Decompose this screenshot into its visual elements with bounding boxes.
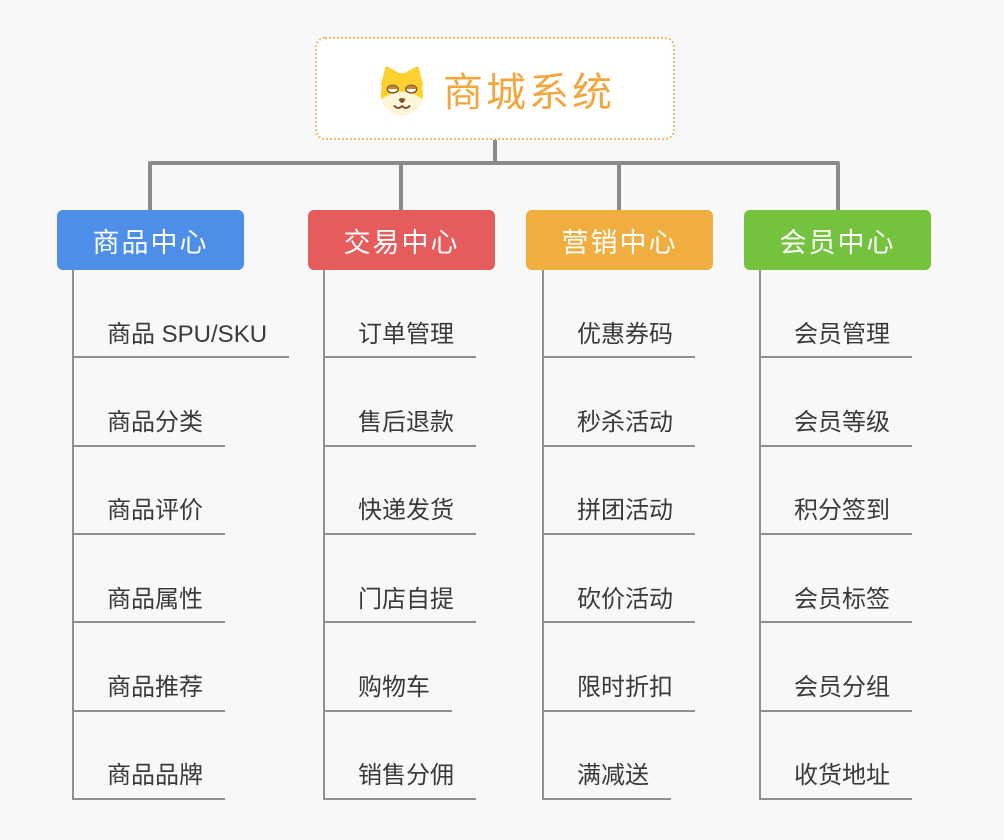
leaf-node: 商品评价 — [74, 447, 289, 535]
leaf-node-label[interactable]: 拼团活动 — [544, 497, 695, 535]
leaf-node: 会员标签 — [761, 535, 912, 624]
branch-label: 营销中心 — [561, 227, 678, 258]
leaf-node: 会员等级 — [761, 358, 912, 447]
leaf-node-label[interactable]: 售后退款 — [325, 409, 476, 447]
branch-bus-line — [148, 161, 840, 210]
leaf-node: 商品推荐 — [74, 623, 289, 712]
leaf-node-label[interactable]: 快递发货 — [325, 497, 476, 535]
leaf-node-label[interactable]: 门店自提 — [325, 586, 476, 624]
leaf-node: 秒杀活动 — [544, 358, 695, 447]
leaf-node: 订单管理 — [325, 270, 476, 359]
leaf-node: 商品 SPU/SKU — [74, 270, 290, 359]
leaf-node-label[interactable]: 会员分组 — [761, 674, 912, 712]
leaf-node: 商品分类 — [74, 358, 289, 447]
leaf-list-product-center: 商品 SPU/SKU 商品分类 商品评价 商品属性 商品推荐 商品品牌 — [72, 270, 290, 800]
leaf-node: 优惠券码 — [544, 270, 695, 359]
leaf-node-label[interactable]: 购物车 — [325, 674, 452, 712]
branch-label: 商品中心 — [92, 227, 209, 258]
leaf-node: 砍价活动 — [544, 535, 695, 624]
leaf-node-label[interactable]: 积分签到 — [761, 497, 912, 535]
leaf-node: 快递发货 — [325, 447, 476, 535]
leaf-node: 购物车 — [325, 623, 476, 712]
branch-node-trade-center[interactable]: 交易中心 — [308, 210, 495, 270]
leaf-node: 售后退款 — [325, 358, 476, 447]
leaf-node-label[interactable]: 秒杀活动 — [544, 409, 695, 447]
branch-node-member-center[interactable]: 会员中心 — [744, 210, 931, 270]
root-title: 商城系统 — [443, 70, 615, 115]
branch-label: 会员中心 — [779, 227, 896, 258]
leaf-node-label[interactable]: 限时折扣 — [544, 674, 695, 712]
root-node[interactable]: 商城系统 — [315, 37, 675, 140]
leaf-node: 商品属性 — [74, 535, 289, 624]
leaf-node-label[interactable]: 商品品牌 — [74, 762, 225, 800]
leaf-node: 限时折扣 — [544, 623, 695, 712]
leaf-node: 拼团活动 — [544, 447, 695, 535]
leaf-node: 收货地址 — [761, 712, 912, 800]
leaf-node: 会员管理 — [761, 270, 912, 359]
leaf-node-label[interactable]: 收货地址 — [761, 762, 912, 800]
dog-icon — [380, 65, 424, 115]
leaf-list-marketing-center: 优惠券码 秒杀活动 拼团活动 砍价活动 限时折扣 满减送 — [542, 270, 695, 800]
leaf-node: 销售分佣 — [325, 712, 476, 800]
leaf-node-label[interactable]: 会员标签 — [761, 586, 912, 624]
leaf-node-label[interactable]: 商品推荐 — [74, 674, 225, 712]
leaf-node: 商品品牌 — [74, 712, 289, 800]
branch-node-product-center[interactable]: 商品中心 — [57, 210, 244, 270]
leaf-node-label[interactable]: 满减送 — [544, 762, 671, 800]
leaf-list-member-center: 会员管理 会员等级 积分签到 会员标签 会员分组 收货地址 — [759, 270, 912, 800]
leaf-node-label[interactable]: 商品评价 — [74, 497, 225, 535]
leaf-node-label[interactable]: 商品属性 — [74, 586, 225, 624]
leaf-node-label[interactable]: 砍价活动 — [544, 586, 695, 624]
branch-node-marketing-center[interactable]: 营销中心 — [526, 210, 713, 270]
leaf-node-label[interactable]: 商品分类 — [74, 409, 225, 447]
leaf-node-label[interactable]: 商品 SPU/SKU — [74, 321, 290, 359]
leaf-node: 门店自提 — [325, 535, 476, 624]
leaf-node-label[interactable]: 订单管理 — [325, 321, 476, 359]
leaf-node-label[interactable]: 优惠券码 — [544, 321, 695, 359]
branch-label: 交易中心 — [343, 227, 460, 258]
leaf-node: 满减送 — [544, 712, 695, 800]
leaf-node: 会员分组 — [761, 623, 912, 712]
leaf-node-label[interactable]: 会员等级 — [761, 409, 912, 447]
leaf-list-trade-center: 订单管理 售后退款 快递发货 门店自提 购物车 销售分佣 — [323, 270, 476, 800]
leaf-node: 积分签到 — [761, 447, 912, 535]
leaf-node-label[interactable]: 会员管理 — [761, 321, 912, 359]
leaf-node-label[interactable]: 销售分佣 — [325, 762, 476, 800]
